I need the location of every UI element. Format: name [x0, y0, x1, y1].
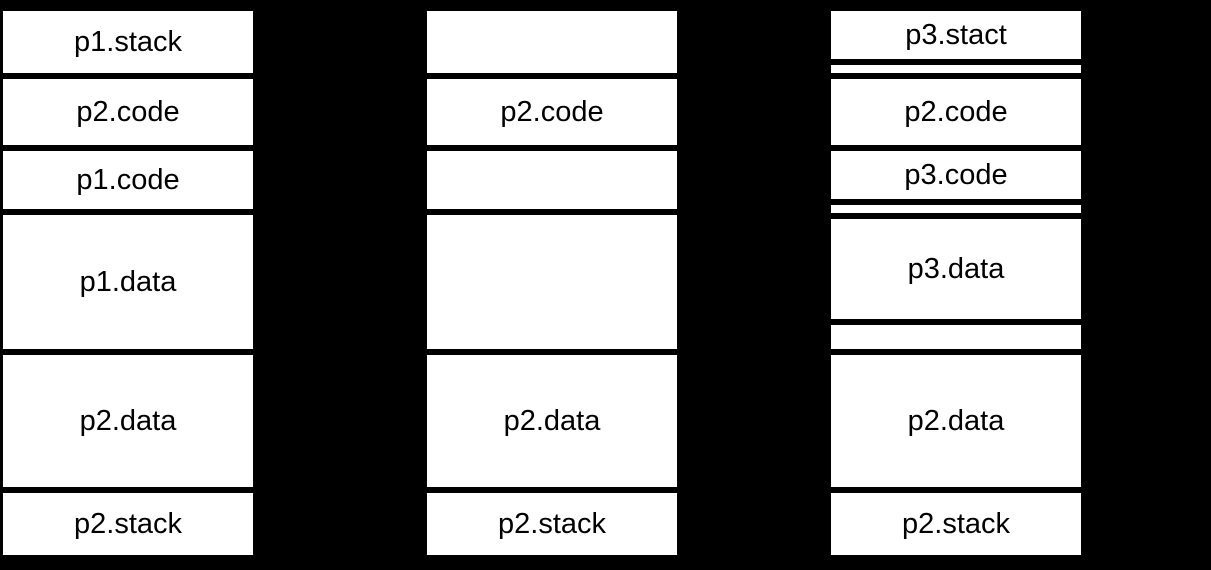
memory-segment-label: p2.data — [907, 404, 1005, 437]
memory-segment-empty — [828, 62, 1084, 76]
memory-segment-p2-code: p2.code — [0, 76, 256, 148]
memory-segment-label: p3.code — [904, 158, 1008, 191]
memory-segment-label: p2.data — [79, 404, 177, 437]
memory-layout-column-3: p3.stact p2.code p3.code p3.data p2.data p2.s… — [828, 8, 1084, 558]
memory-segment-p3-stact: p3.stact — [828, 8, 1084, 62]
memory-segment-p2-data: p2.data — [828, 352, 1084, 490]
memory-segment-p1-stack: p1.stack — [0, 8, 256, 76]
memory-segment-empty — [424, 212, 680, 352]
memory-segment-p3-code: p3.code — [828, 148, 1084, 202]
memory-segment-p2-stack: p2.stack — [424, 490, 680, 558]
memory-segment-label: p2.stack — [498, 507, 606, 540]
memory-layout-column-1: p1.stack p2.code p1.code p1.data p2.data p2.s… — [0, 8, 256, 558]
memory-segment-p2-code: p2.code — [828, 76, 1084, 148]
memory-segment-label: p2.stack — [902, 507, 1010, 540]
memory-segment-label: p1.code — [76, 163, 180, 196]
memory-segment-p1-code: p1.code — [0, 148, 256, 212]
memory-segment-empty — [424, 8, 680, 76]
memory-segment-p1-data: p1.data — [0, 212, 256, 352]
memory-segment-p2-data: p2.data — [424, 352, 680, 490]
memory-segment-label: p2.stack — [74, 507, 182, 540]
memory-segment-p2-stack: p2.stack — [828, 490, 1084, 558]
memory-layout-column-2: p2.code p2.data p2.stack — [424, 8, 680, 558]
memory-segment-label: p2.code — [904, 95, 1008, 128]
memory-segment-p2-code: p2.code — [424, 76, 680, 148]
memory-segment-p2-data: p2.data — [0, 352, 256, 490]
memory-segment-label: p1.data — [79, 265, 177, 298]
memory-segment-label: p2.code — [500, 95, 604, 128]
memory-segment-label: p3.stact — [905, 18, 1007, 51]
memory-segment-p3-data: p3.data — [828, 216, 1084, 322]
memory-segment-empty — [828, 322, 1084, 352]
memory-segment-p2-stack: p2.stack — [0, 490, 256, 558]
memory-segment-label: p2.code — [76, 95, 180, 128]
memory-segment-empty — [424, 148, 680, 212]
memory-segment-empty — [828, 202, 1084, 216]
memory-segment-label: p1.stack — [74, 25, 182, 58]
memory-segment-label: p2.data — [503, 404, 601, 437]
memory-segment-label: p3.data — [907, 252, 1005, 285]
